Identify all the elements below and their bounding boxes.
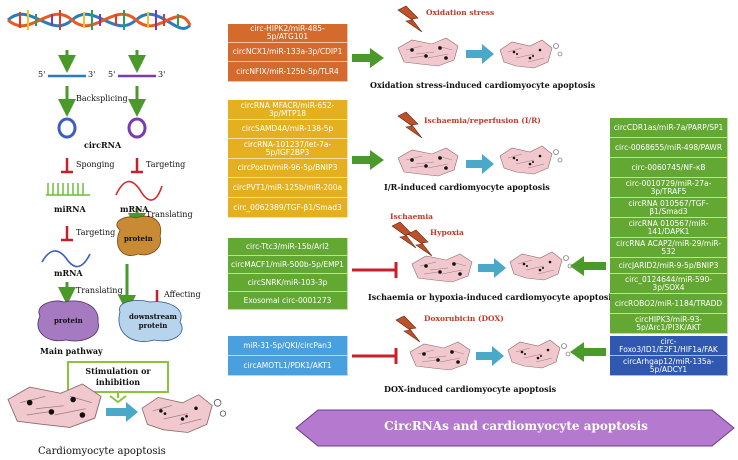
- ischaemia-promoter-3: circ-0060745/NF-κB: [610, 158, 728, 178]
- dox-stimulus: Doxorubicin (DOX): [424, 314, 504, 323]
- ir-stimulus: Ischaemia/reperfusion (I/R): [424, 116, 541, 125]
- ischaemia-promoter-8: circJARID2/miR-9-5p/BNIP3: [610, 258, 728, 274]
- dox-caption: DOX-induced cardiomyocyte apoptosis: [384, 384, 557, 394]
- targeting-label-left: Targeting: [76, 228, 116, 237]
- translating-label-left: Translating: [76, 286, 123, 295]
- backsplicing-label: Backsplicing: [76, 94, 128, 103]
- ischaemia-promoter-11: circHIPK3/miR-93-5p/Arc1/PI3K/AKT: [610, 314, 728, 334]
- oxidation-caption: Oxidation stress-induced cardiomyocyte a…: [370, 80, 596, 90]
- ir-box-2: circSAMD4A/miR-138-5p: [228, 120, 348, 139]
- ischaemia-promoter-5: circRNA 010567/TGF-β1/Smad3: [610, 198, 728, 218]
- prime3-left: 3': [88, 70, 96, 79]
- dox-promoter-2: circArhgap12/miR-135a-5p/ADCY1: [610, 356, 728, 376]
- main-pathway-label: Main pathway: [40, 346, 103, 356]
- stimulation-label: Stimulation or inhibition: [85, 366, 151, 387]
- ischaemia-inhibitor-2: circMACF1/miR-500b-5p/EMP1: [228, 256, 348, 274]
- oxidation-stimulus: Oxidation stress: [426, 8, 495, 17]
- targeting-label-right: Targeting: [146, 160, 186, 169]
- oxidation-box-1: circ-HIPK2/miR-485-5p/ATG101: [228, 24, 348, 43]
- ir-box-1: circRNA MFACR/miR-652-3p/MTP18: [228, 100, 348, 120]
- circrna-label: circRNA: [84, 140, 122, 150]
- ischaemia-promoter-7: circRNA ACAP2/miR-29/miR-532: [610, 238, 728, 258]
- mirna-comb-icon: [46, 183, 90, 196]
- ir-box-4: circPostn/miR-96-5p/BNIP3: [228, 159, 348, 178]
- ischaemia-promoter-6: circRNA 010567/miR-141/DAPK1: [610, 218, 728, 238]
- protein-label-left: protein: [54, 316, 83, 325]
- translating-label-right: Translating: [146, 210, 193, 219]
- ir-box-3: circRNA-101237/let-7a-5p/IGF2BP3: [228, 139, 348, 159]
- affecting-label: Affecting: [164, 290, 201, 299]
- protein-label-right: protein: [124, 234, 153, 243]
- mrna-label-right: mRNA: [120, 204, 149, 214]
- ischaemia-promoter-10: circROBO2/miR-1184/TRADD: [610, 294, 728, 314]
- oxidation-box-2: circNCX1/miR-133a-3p/CDIP1: [228, 43, 348, 62]
- ischaemia-stimulus: Ischaemia: [390, 212, 434, 221]
- ischaemia-inhibitor-4: Exosomal circ-0001273: [228, 292, 348, 310]
- ischaemia-promoter-9: circ_0124644/miR-590-3p/SOX4: [610, 274, 728, 294]
- cardiomyocyte-apoptosis-label: Cardiomyocyte apoptosis: [38, 446, 166, 457]
- dna-helix-icon: [6, 10, 192, 30]
- dox-inhibitor-1: miR-31-5p/QKI/circPan3: [228, 336, 348, 356]
- prime3-right: 3': [158, 70, 166, 79]
- ischaemia-caption: Ischaemia or hypoxia-induced cardiomyocy…: [368, 292, 616, 302]
- prime5-left: 5': [38, 70, 46, 79]
- downstream-protein-label: downstream protein: [129, 312, 177, 330]
- circrna-ring-icon: [57, 117, 77, 139]
- prime5-right: 5': [108, 70, 116, 79]
- ischaemia-promoter-1: circCDR1as/miR-7a/PARP/SP1: [610, 118, 728, 138]
- ischaemia-inhibitor-1: circ-Ttc3/miR-15b/Arl2: [228, 238, 348, 256]
- dox-promoter-1: circ-Foxo3/ID1/E2F1/HIF1a/FAK: [610, 336, 728, 356]
- ischaemia-promoter-2: circ-0068655/miR-498/PAWR: [610, 138, 728, 158]
- protein-blob-icon: [116, 215, 162, 256]
- banner-title: CircRNAs and cardiomyocyte apoptosis: [384, 419, 648, 433]
- ischaemia-inhibitor-3: circSNRK/miR-103-3p: [228, 274, 348, 292]
- ir-box-5: circPVT1/miR-125b/miR-200a: [228, 178, 348, 198]
- mirna-label: miRNA: [54, 204, 86, 214]
- oxidation-box-3: circNFIX/miR-125b-5p/TLR4: [228, 62, 348, 82]
- ir-box-6: circ_0062389/TGF-β1/Smad3: [228, 198, 348, 218]
- mrna-label-left: mRNA: [54, 268, 83, 278]
- banner-shape: [295, 409, 735, 447]
- ischaemia-promoter-4: circ-0010729/miR-27a-3p/TRAF5: [610, 178, 728, 198]
- hypoxia-stimulus: Hypoxia: [430, 228, 464, 237]
- ir-caption: I/R-induced cardiomyocyte apoptosis: [384, 182, 550, 192]
- dox-inhibitor-2: circAMOTL1/PDK1/AKT1: [228, 356, 348, 376]
- mrna-wave-icon: [115, 180, 163, 201]
- sponging-label: Sponging: [76, 160, 115, 169]
